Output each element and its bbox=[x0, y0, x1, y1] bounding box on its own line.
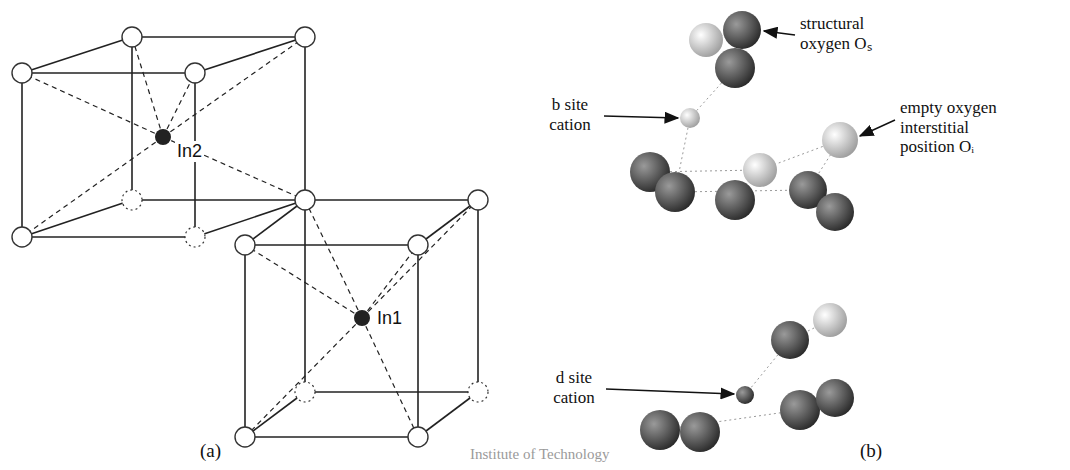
bond-lines bbox=[650, 30, 840, 430]
oxygen-corner bbox=[12, 27, 488, 447]
vacant-corner bbox=[122, 190, 488, 402]
bond-lines bbox=[22, 37, 305, 237]
callout-label: b site cation bbox=[540, 95, 600, 134]
indium-atom bbox=[155, 129, 370, 326]
atom-label: In2 bbox=[175, 141, 204, 162]
callout-label: d site cation bbox=[545, 368, 603, 407]
cube-edges bbox=[22, 37, 305, 237]
panel-label: (b) bbox=[860, 440, 882, 462]
atom-label: In1 bbox=[375, 308, 404, 329]
callout-label: structural oxygen Oₛ bbox=[800, 14, 895, 53]
cube-edges bbox=[245, 200, 478, 437]
callout-label: empty oxygen interstitial position Oᵢ bbox=[900, 98, 1000, 157]
atom-sphere bbox=[630, 11, 858, 452]
watermark: Institute of Technology bbox=[470, 446, 609, 463]
panel-label: (a) bbox=[200, 440, 221, 462]
bond-lines bbox=[245, 200, 478, 437]
leader-arrow bbox=[604, 31, 895, 394]
